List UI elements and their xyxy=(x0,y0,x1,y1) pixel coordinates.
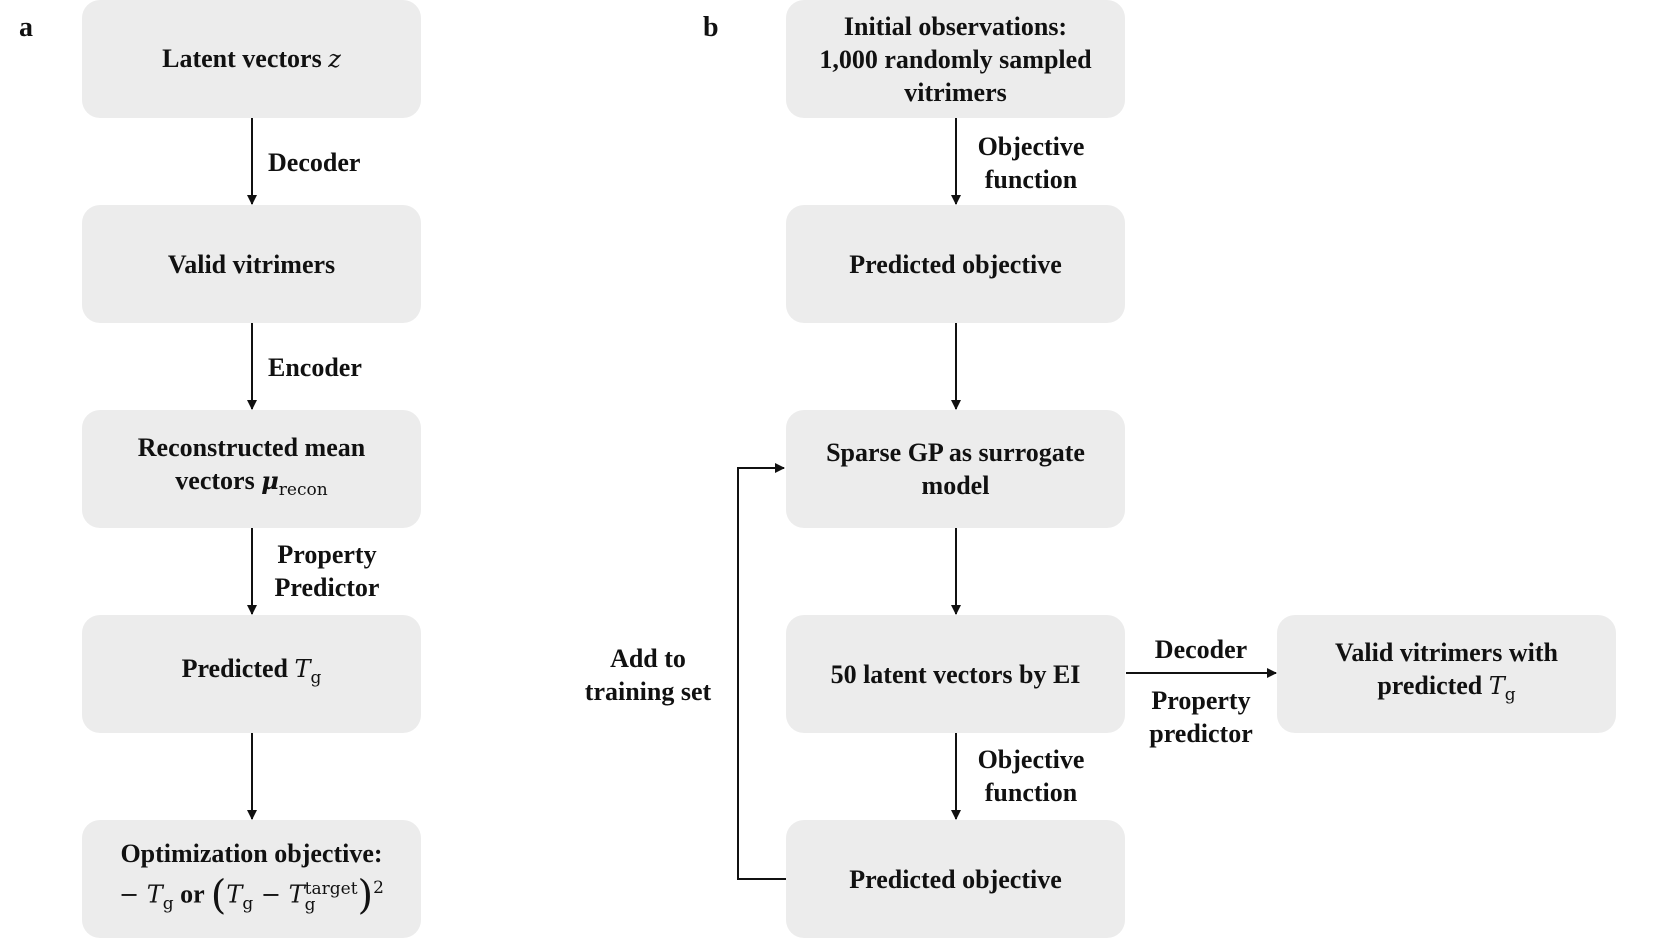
sup-target: target xyxy=(304,878,358,899)
sup-2: 2 xyxy=(373,878,384,899)
box-valid-vitrimers-tg-line2: predicted xyxy=(1377,670,1489,700)
box-reconstructed-line2: vectors xyxy=(175,465,262,495)
label-add-to-line2: training set xyxy=(584,677,712,706)
var-T: T xyxy=(1488,671,1505,700)
label-objective-function-1-line1: Objective xyxy=(977,132,1085,161)
box-predicted-tg: Predicted Tg xyxy=(82,615,421,733)
box-sparse-gp-line1: Sparse GP as surrogate xyxy=(826,438,1085,467)
label-add-to-line1: Add to xyxy=(610,644,686,673)
label-side-property-line2: predictor xyxy=(1149,719,1253,748)
box-initial-line2: 1,000 randomly sampled xyxy=(819,44,1092,74)
or-text: or xyxy=(173,879,211,909)
box-latent-vectors-text: Latent vectors xyxy=(162,44,329,73)
var-mu: μ xyxy=(261,465,279,495)
var-T: T xyxy=(288,880,305,909)
var-T: T xyxy=(146,880,163,909)
panel-label-b: b xyxy=(703,12,719,43)
box-reconstructed-mean: Reconstructed mean vectors μrecon xyxy=(82,410,421,528)
label-decoder: Decoder xyxy=(268,148,361,177)
box-latent-vectors: Latent vectors z xyxy=(82,0,421,118)
right-paren: ) xyxy=(357,872,374,919)
var-T: T xyxy=(226,880,243,909)
box-predicted-objective-1: Predicted objective xyxy=(786,205,1125,323)
sub-g: g xyxy=(242,893,254,914)
label-objective-function-1: Objective function xyxy=(966,130,1096,196)
label-objective-function-2: Objective function xyxy=(966,743,1096,809)
box-valid-vitrimers: Valid vitrimers xyxy=(82,205,421,323)
minus-sign: − xyxy=(119,880,147,909)
box-sparse-gp-line2: model xyxy=(921,471,990,500)
box-latent-vectors-ei: 50 latent vectors by EI xyxy=(786,615,1125,733)
var-T: T xyxy=(294,655,311,684)
left-paren: ( xyxy=(210,872,227,919)
sub-g: g xyxy=(1504,685,1516,706)
label-side-property-line1: Property xyxy=(1151,686,1251,715)
box-initial-line3: vitrimers xyxy=(904,77,1007,107)
label-property-predictor-line2: Predictor xyxy=(274,573,380,602)
box-valid-vitrimers-tg-line1: Valid vitrimers with xyxy=(1335,637,1558,667)
box-valid-vitrimers-tg: Valid vitrimers with predicted Tg xyxy=(1277,615,1616,733)
box-predicted-objective-1-text: Predicted objective xyxy=(849,249,1062,279)
var-z: z xyxy=(328,45,341,73)
label-side-decoder: Decoder xyxy=(1154,635,1248,664)
box-initial-line1: Initial observations: xyxy=(843,11,1068,41)
box-reconstructed-line1: Reconstructed mean xyxy=(137,432,366,462)
sub-g: g xyxy=(304,894,316,915)
label-add-to-training-set: Add to training set xyxy=(568,642,728,708)
label-side-property-predictor: Property predictor xyxy=(1136,684,1266,750)
label-encoder: Encoder xyxy=(268,353,362,382)
label-objective-function-2-line1: Objective xyxy=(977,745,1085,774)
box-initial-observations: Initial observations: 1,000 randomly sam… xyxy=(786,0,1125,118)
box-sparse-gp: Sparse GP as surrogate model xyxy=(786,410,1125,528)
label-property-predictor-line1: Property xyxy=(277,540,377,569)
box-latent-vectors-ei-text: 50 latent vectors by EI xyxy=(830,659,1081,689)
sub-g: g xyxy=(310,668,322,689)
arrow-b-loop xyxy=(737,463,786,880)
sub-g: g xyxy=(162,893,174,914)
panel-label-a: a xyxy=(19,12,33,43)
label-property-predictor: Property Predictor xyxy=(262,538,392,604)
box-predicted-tg-text: Predicted xyxy=(181,654,295,684)
label-objective-function-2-line2: function xyxy=(984,778,1078,807)
label-objective-function-1-line2: function xyxy=(984,165,1078,194)
box-predicted-objective-2-text: Predicted objective xyxy=(849,864,1062,894)
box-optimization-line1: Optimization objective: xyxy=(120,839,383,869)
minus-sign: − xyxy=(253,880,289,909)
box-predicted-objective-2: Predicted objective xyxy=(786,820,1125,938)
sub-recon: recon xyxy=(278,480,328,501)
box-valid-vitrimers-text: Valid vitrimers xyxy=(167,249,336,279)
